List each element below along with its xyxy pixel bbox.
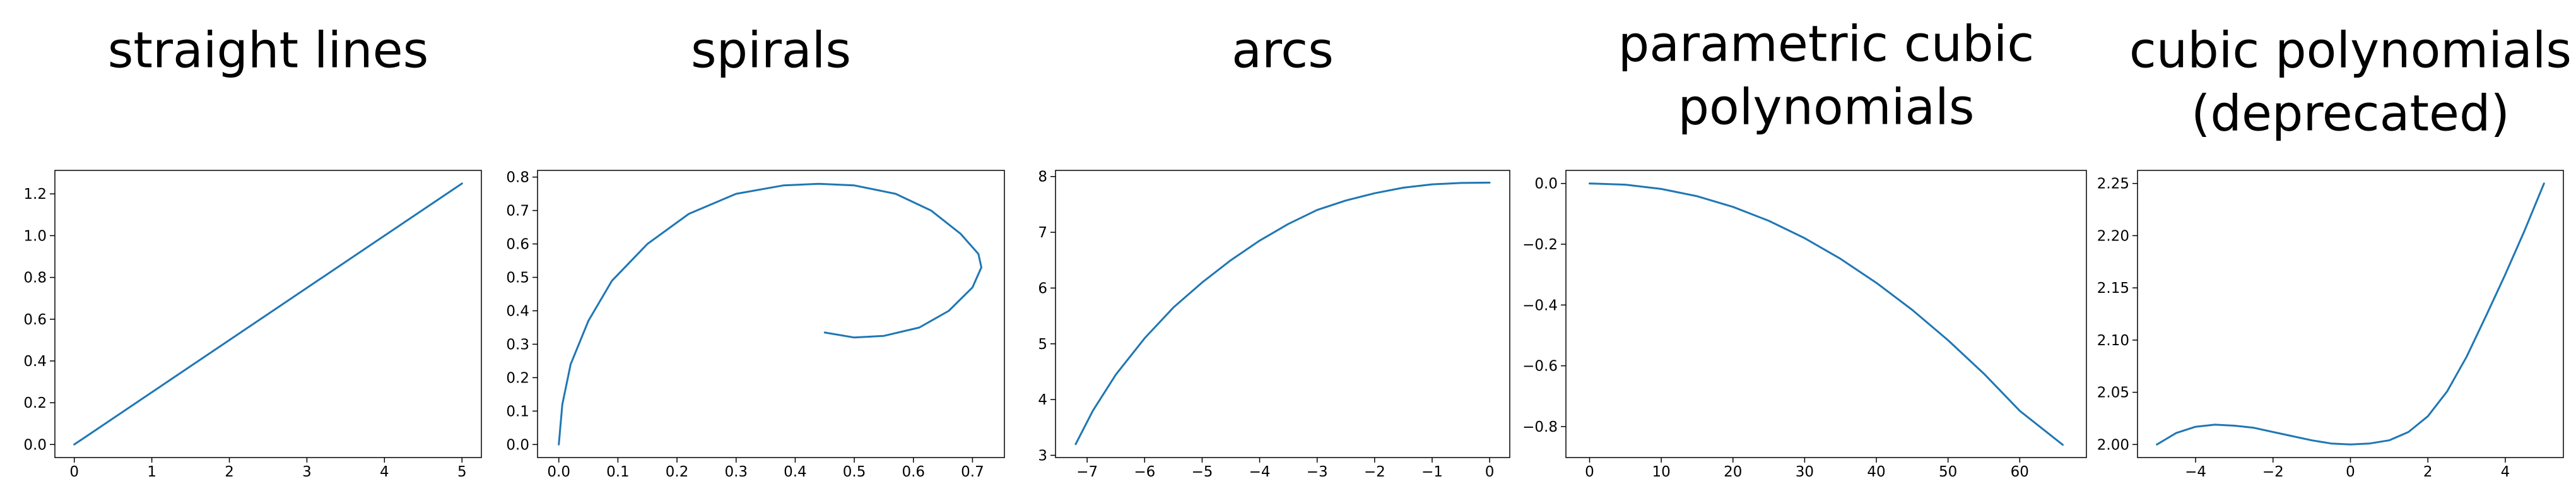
y-tick-label: 5 — [1038, 336, 1047, 353]
y-tick-label: 2.00 — [2097, 437, 2129, 453]
chart-title-line: polynomials — [1678, 79, 1975, 136]
x-tick-label: −7 — [1076, 464, 1098, 480]
chart-panel-5: cubic polynomials (deprecated) −4 −2 0 2 4 2.00… — [2097, 22, 2572, 480]
y-tick-label: −0.8 — [1522, 419, 1558, 435]
y-tick-label: 2.20 — [2097, 228, 2129, 244]
axes-frame — [54, 170, 482, 458]
x-tick-label: 0 — [2346, 464, 2355, 480]
series-line — [1074, 181, 1491, 446]
y-tick-label: 0.1 — [506, 403, 529, 420]
x-tick-label: −5 — [1191, 464, 1213, 480]
x-tick-label: 0.5 — [843, 464, 866, 480]
x-tick-label: 0 — [1485, 464, 1495, 480]
x-tick-label: −4 — [2185, 464, 2206, 480]
series-line — [73, 182, 463, 446]
x-tick-label: 0.0 — [547, 464, 570, 480]
chart-title: straight lines — [108, 22, 429, 79]
chart-title-line: (deprecated) — [2191, 85, 2510, 142]
y-tick-label: 1.2 — [23, 186, 47, 203]
y-tick-label: 1.0 — [23, 228, 47, 244]
chart-title: spirals — [691, 22, 851, 79]
chart-panel-2: spirals 0.0 0.1 0.2 0.3 0.4 0.5 0.6 0.7 0.0 0.1 0.2… — [506, 22, 1005, 480]
y-tick-label: 7 — [1038, 225, 1047, 241]
y-tick-label: 2.05 — [2097, 385, 2129, 401]
x-tick-label: −1 — [1421, 464, 1443, 480]
chart-title-line: parametric cubic — [1618, 16, 2035, 73]
x-tick-label: 0.6 — [902, 464, 925, 480]
y-tick-label: 4 — [1038, 392, 1047, 408]
y-tick-label: 3 — [1038, 447, 1047, 464]
x-tick-label: 0.2 — [666, 464, 689, 480]
x-tick-label: −6 — [1134, 464, 1155, 480]
x-tick-label: 40 — [1867, 464, 1885, 480]
y-tick-label: 8 — [1038, 169, 1047, 186]
x-tick-label: 50 — [1939, 464, 1957, 480]
x-tick-label: 60 — [2011, 464, 2029, 480]
axes-frame — [1055, 170, 1510, 458]
x-tick-label: 10 — [1652, 464, 1670, 480]
x-tick-label: 2 — [225, 464, 234, 480]
axes-frame — [1565, 170, 2087, 458]
x-tick-label: 2 — [2423, 464, 2433, 480]
x-tick-label: 0.7 — [961, 464, 984, 480]
y-tick-label: 0.4 — [23, 353, 47, 370]
y-tick-label: 0.2 — [23, 395, 47, 411]
y-tick-label: 0.8 — [23, 270, 47, 287]
y-tick-label: 0.4 — [506, 303, 529, 319]
x-tick-label: −3 — [1307, 464, 1328, 480]
y-tick-label: 0.3 — [506, 336, 529, 353]
y-tick-label: 0.0 — [23, 437, 47, 453]
x-tick-label: 20 — [1724, 464, 1742, 480]
y-tick-label: 0.0 — [1534, 176, 1558, 192]
y-tick-label: 2.15 — [2097, 280, 2129, 297]
y-tick-label: 2.25 — [2097, 176, 2129, 192]
x-tick-label: 30 — [1796, 464, 1814, 480]
x-tick-label: 0 — [69, 464, 79, 480]
y-tick-label: −0.2 — [1522, 237, 1558, 253]
x-tick-label: −4 — [1249, 464, 1271, 480]
x-tick-label: 5 — [457, 464, 467, 480]
chart-panel-1: straight lines 0 1 2 3 4 5 0.0 0.2 0.4 0.6 0.8 1.0 1.… — [23, 22, 482, 480]
y-tick-label: 0.5 — [506, 269, 529, 286]
x-tick-label: 3 — [302, 464, 312, 480]
y-tick-label: 0.6 — [23, 312, 47, 328]
y-tick-label: −0.4 — [1522, 297, 1558, 314]
y-tick-label: 0.8 — [506, 170, 529, 186]
y-tick-label: 0.2 — [506, 370, 529, 386]
series-line — [2156, 182, 2545, 446]
chart-title: arcs — [1232, 22, 1334, 79]
y-tick-label: −0.6 — [1522, 358, 1558, 375]
chart-panel-4: parametric cubic polynomials 0 10 20 30 40 50 60… — [1522, 16, 2087, 480]
axes-frame — [2137, 170, 2564, 458]
chart-panel-3: arcs −7 −6 −5 −4 −3 −2 −1 0 3 4 5 6 7 8 — [1038, 22, 1510, 480]
y-tick-label: 6 — [1038, 280, 1047, 297]
x-tick-label: 0.1 — [606, 464, 630, 480]
axes-frame — [537, 170, 1005, 458]
x-tick-label: 0.4 — [784, 464, 807, 480]
x-tick-label: 4 — [380, 464, 389, 480]
y-tick-label: 0.6 — [506, 237, 529, 253]
series-line — [558, 182, 982, 446]
y-tick-label: 2.10 — [2097, 333, 2129, 349]
series-line — [1589, 182, 2064, 446]
y-tick-label: 0.7 — [506, 203, 529, 220]
x-tick-label: −2 — [2262, 464, 2284, 480]
x-tick-label: −2 — [1364, 464, 1385, 480]
chart-title-line: cubic polynomials — [2129, 22, 2572, 79]
x-tick-label: 1 — [147, 464, 156, 480]
x-tick-label: 0 — [1585, 464, 1594, 480]
x-tick-label: 0.3 — [724, 464, 748, 480]
y-tick-label: 0.0 — [506, 437, 529, 453]
x-tick-label: 4 — [2501, 464, 2510, 480]
